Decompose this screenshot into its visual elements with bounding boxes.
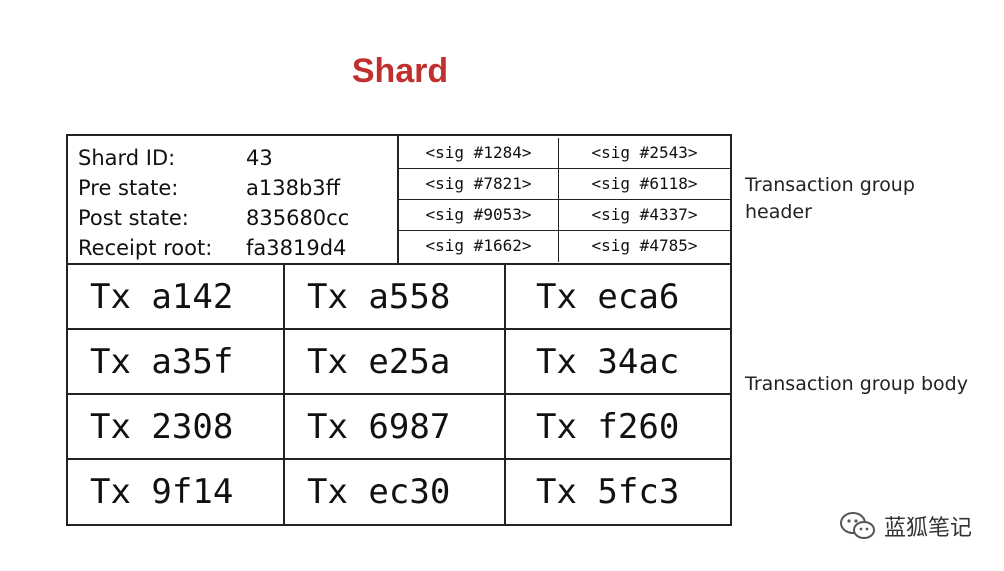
meta-value: 43: [246, 146, 273, 170]
shard-metadata: Shard ID: 43 Pre state: a138b3ff Post st…: [68, 136, 399, 263]
signature-cell: <sig #1662>: [399, 231, 559, 262]
header-label: Transaction group header: [745, 174, 915, 223]
signature-grid: <sig #1284> <sig #2543> <sig #7821> <sig…: [399, 136, 730, 263]
transaction-group-header: Shard ID: 43 Pre state: a138b3ff Post st…: [68, 136, 730, 265]
transaction-cell: Tx 5fc3: [536, 472, 680, 512]
transaction-cell: Tx 34ac: [506, 330, 730, 395]
meta-value: a138b3ff: [246, 176, 341, 200]
signature-cell: <sig #7821>: [399, 169, 559, 200]
wechat-icon: [839, 512, 875, 539]
meta-key: Receipt root:: [78, 236, 213, 260]
transaction-cell: Tx 6987: [285, 395, 506, 460]
meta-value: fa3819d4: [246, 236, 347, 260]
transaction-cell: Tx a142: [68, 265, 285, 330]
signature-cell: <sig #4785>: [591, 236, 698, 255]
signature-cell: <sig #6118>: [559, 169, 730, 200]
signature-cell: <sig #1284>: [399, 138, 559, 169]
meta-key: Post state:: [78, 206, 189, 230]
transaction-group-body: Tx a142 Tx a558 Tx eca6 Tx a35f Tx e25a …: [68, 265, 730, 525]
watermark: 蓝狐笔记: [838, 510, 972, 542]
transaction-cell: Tx 2308: [68, 395, 285, 460]
shard-diagram: Shard ID: 43 Pre state: a138b3ff Post st…: [66, 134, 732, 526]
transaction-cell: Tx e25a: [285, 330, 506, 395]
transaction-cell: Tx a35f: [68, 330, 285, 395]
transaction-cell: Tx 9f14: [68, 460, 285, 525]
meta-value: 835680cc: [246, 206, 350, 230]
transaction-cell: Tx ec30: [285, 460, 506, 525]
meta-key: Shard ID:: [78, 146, 176, 170]
signature-cell: <sig #2543>: [559, 138, 730, 169]
transaction-cell: Tx a558: [285, 265, 506, 330]
body-label: Transaction group body: [745, 373, 968, 395]
meta-key: Pre state:: [78, 176, 179, 200]
watermark-text: 蓝狐笔记: [883, 516, 972, 541]
diagram-title: Shard: [351, 52, 449, 90]
transaction-cell: Tx eca6: [506, 265, 730, 330]
signature-cell: <sig #9053>: [399, 200, 559, 231]
signature-cell: <sig #4337>: [559, 200, 730, 231]
transaction-cell: Tx f260: [506, 395, 730, 460]
